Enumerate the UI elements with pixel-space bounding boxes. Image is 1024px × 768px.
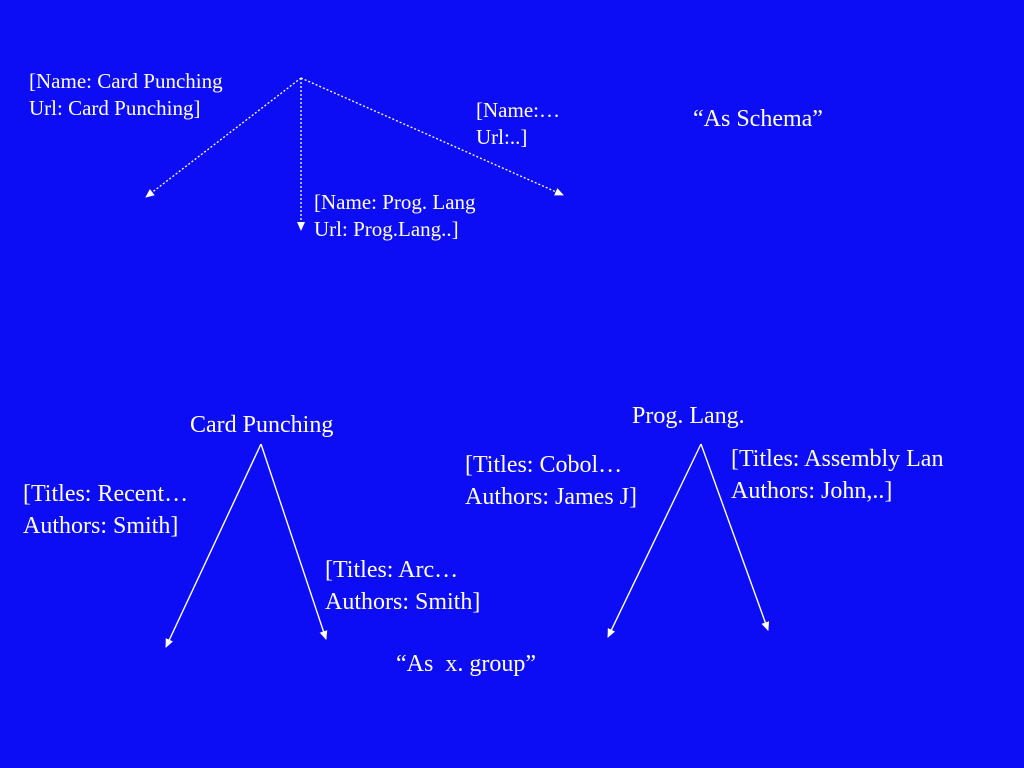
card-punching-arrow-right: [260, 443, 328, 640]
card-punching-title: Card Punching: [190, 412, 334, 438]
schema-root-node: [Name: Card Punching Url: Card Punching]: [29, 68, 223, 123]
prog-lang-right-titles: [Titles: Assembly Lan: [731, 446, 944, 472]
prog-lang-arrow-left: [607, 443, 702, 638]
schema-right-name: [Name:…: [476, 98, 560, 122]
card-punching-left-titles: [Titles: Recent…: [23, 481, 189, 507]
schema-arrow-left: [145, 77, 302, 198]
schema-right-url: Url:..]: [476, 125, 528, 150]
card-punching-left-node: [Titles: Recent… Authors: Smith]: [23, 478, 188, 543]
prog-lang-arrow-right: [700, 443, 770, 631]
prog-lang-title: Prog. Lang.: [632, 403, 745, 429]
schema-middle-node: [Name: Prog. Lang Url: Prog.Lang..]: [314, 189, 476, 244]
card-punching-right-titles: [Titles: Arc…: [325, 557, 459, 583]
schema-middle-url: Url: Prog.Lang..]: [314, 217, 459, 242]
schema-root-url: Url: Card Punching]: [29, 96, 201, 121]
prog-lang-left-node: [Titles: Cobol… Authors: James J]: [465, 449, 637, 514]
schema-right-node: [Name:… Url:..]: [476, 97, 560, 152]
prog-lang-left-authors: Authors: James J]: [465, 484, 637, 511]
schema-caption: “As Schema”: [693, 106, 823, 132]
prog-lang-right-authors: Authors: John,..]: [731, 478, 893, 505]
card-punching-right-node: [Titles: Arc… Authors: Smith]: [325, 554, 480, 619]
prog-lang-right-node: [Titles: Assembly Lan Authors: John,..]: [731, 443, 943, 508]
card-punching-left-authors: Authors: Smith]: [23, 513, 179, 540]
schema-root-name: [Name: Card Punching: [29, 69, 223, 93]
card-punching-arrow-left: [165, 443, 262, 648]
group-caption: “As x. group”: [396, 651, 536, 677]
prog-lang-left-titles: [Titles: Cobol…: [465, 452, 623, 478]
card-punching-right-authors: Authors: Smith]: [325, 589, 481, 616]
schema-middle-name: [Name: Prog. Lang: [314, 190, 476, 214]
